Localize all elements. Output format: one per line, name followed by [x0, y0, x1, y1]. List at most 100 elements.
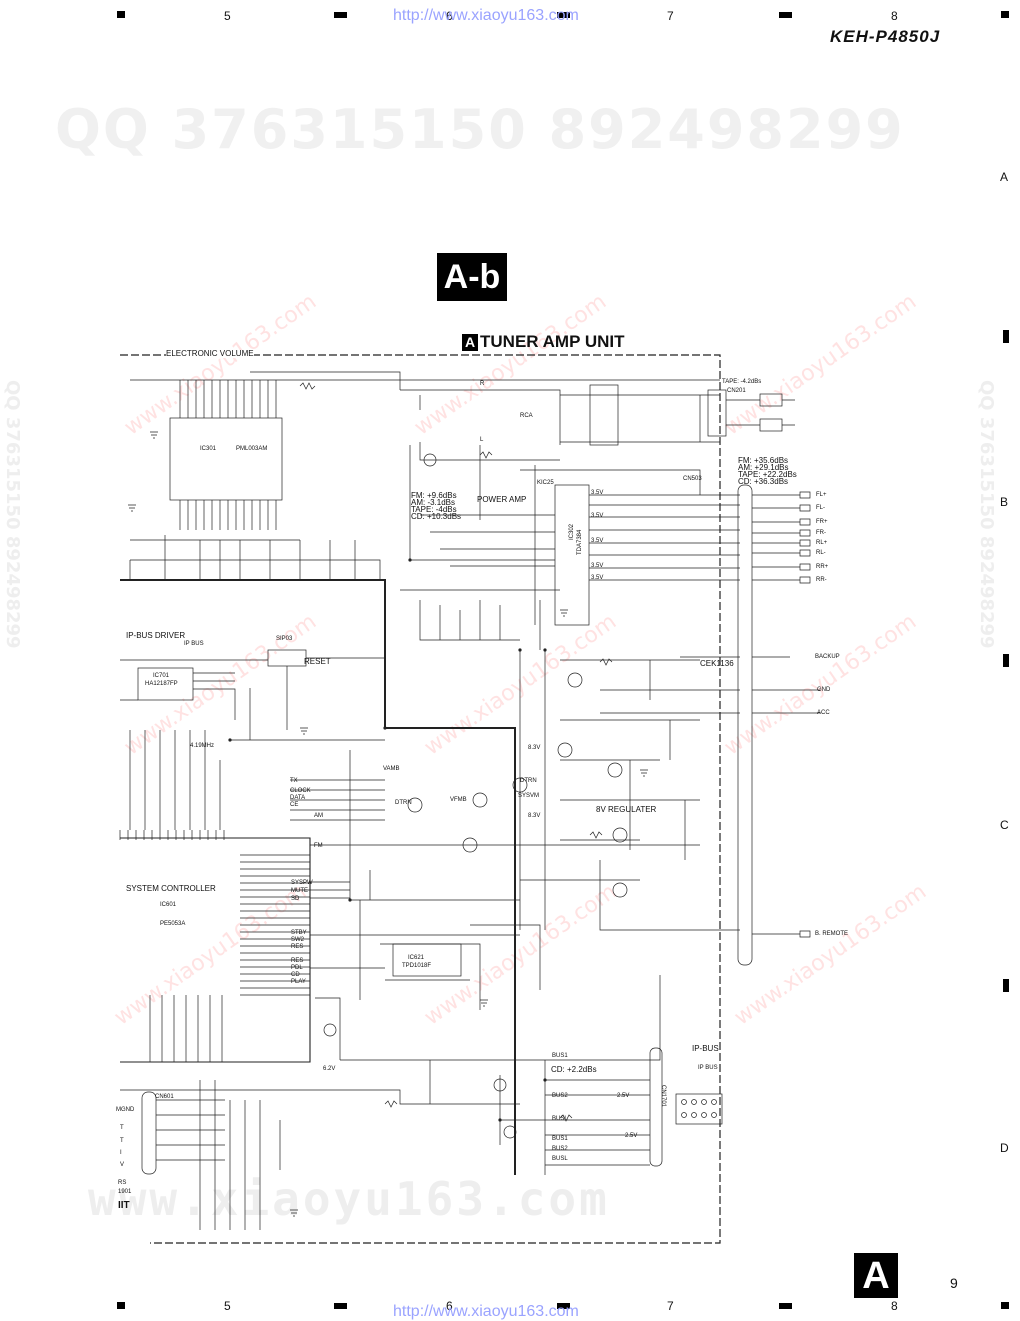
pin-level-5: 3.5V: [591, 575, 604, 581]
dtrn-label-2: DTRN: [520, 778, 537, 784]
ic302-body: [554, 484, 590, 626]
grid-row-c: C: [1000, 818, 1009, 832]
speaker-rr-minus: RR-: [816, 577, 827, 583]
cn601-label: CN601: [155, 1094, 174, 1100]
ic301-part: PML003AM: [236, 446, 268, 452]
grid-col-5-bottom: 5: [224, 1299, 231, 1313]
speaker-fl-plus: FL+: [816, 492, 827, 498]
reset-ic: [267, 649, 307, 667]
input-level-am: AM: -3.1dBs: [411, 498, 456, 507]
speaker-fr-minus: FR-: [816, 530, 826, 536]
cd-level-label: CD: +2.2dBs: [551, 1065, 597, 1074]
input-level-cd: CD: +10.3dBs: [411, 512, 462, 521]
crop-mark: [779, 1303, 792, 1309]
output-level-tape: TAPE: +22.2dBs: [738, 470, 797, 479]
crop-mark: [1001, 11, 1009, 18]
sysvm-label: SYSVM: [518, 793, 540, 799]
grid-col-8: 8: [891, 9, 898, 23]
pin-level-2: 3.5V: [591, 513, 604, 519]
signal-syspw: SYSPW: [291, 880, 313, 886]
signal-sd: SD: [291, 896, 300, 902]
source-url-bottom[interactable]: http://www.xiaoyu163.com: [393, 1303, 579, 1320]
l-channel-label: L: [480, 437, 484, 443]
rca-jack-1: [759, 393, 783, 407]
crop-mark: [557, 12, 570, 18]
page-number: 9: [950, 1275, 958, 1291]
cn-left-i: I: [120, 1150, 122, 1156]
cn503-connector: [737, 484, 753, 966]
signal-pdl: PDL: [291, 965, 303, 971]
grid-row-a: A: [1000, 170, 1009, 184]
ipbus-line-bus2-b: BUS2: [552, 1146, 568, 1152]
crop-mark: [1003, 979, 1009, 992]
voltage-8v3-label: 8.3V: [528, 745, 541, 751]
speaker-rl-plus: RL+: [816, 540, 828, 546]
crop-mark: [1003, 330, 1009, 343]
cn-left-rs: RS: [118, 1180, 127, 1186]
signal-stby: STBY: [291, 930, 307, 936]
section-badge: A-b: [437, 253, 507, 301]
cn201-connector: [707, 389, 727, 437]
grid-col-5: 5: [224, 9, 231, 23]
cek1136-label: CEK1136: [700, 659, 734, 668]
ic701-body: [137, 667, 194, 701]
kic25-label: KIC25: [537, 480, 554, 486]
cn1701-label: CN1701: [660, 1085, 666, 1108]
ic301-body: [169, 417, 283, 501]
speaker-fr-plus: FR+: [816, 519, 828, 525]
acc-label: ACC: [817, 710, 830, 716]
ip-bus-sub: IP BUS: [698, 1065, 718, 1071]
ip-bus-title: IP-BUS: [692, 1044, 719, 1053]
crop-mark: [334, 1303, 347, 1309]
ipbus-line-bus1: BUS1: [552, 1053, 568, 1059]
grid-col-6: 6: [446, 9, 453, 23]
input-level-tape: TAPE: -4dBs: [411, 505, 457, 514]
pin-level-25: 2.5V: [617, 1093, 630, 1099]
grid-col-6-bottom: 6: [446, 1299, 453, 1313]
cn-left-1901: 1901: [118, 1189, 132, 1195]
source-url-top[interactable]: http://www.xiaoyu163.com: [393, 7, 579, 24]
pin-level-25-b: 2.5V: [625, 1133, 638, 1139]
side-watermark-right: QQ 376315150 892498299: [976, 380, 997, 649]
unit-letter-box: A: [462, 334, 478, 351]
cn601-connector: [141, 1091, 157, 1175]
signal-res-2: RES: [291, 958, 304, 964]
voltage-8v3-label-2: 8.3V: [528, 813, 541, 819]
rca-jack-2: [759, 418, 783, 432]
signal-play: PLAY: [291, 979, 306, 985]
signal-fm: FM: [314, 843, 323, 849]
unit-title-text: TUNER AMP UNIT: [480, 332, 625, 351]
speaker-rr-plus: RR+: [816, 564, 829, 570]
crop-mark: [557, 1303, 570, 1309]
b-remote-label: B. REMOTE: [815, 931, 849, 937]
ic601-label: IC601: [160, 902, 177, 908]
grid-col-7-bottom: 7: [667, 1299, 674, 1313]
grid-col-7: 7: [667, 9, 674, 23]
ipbus-line-bus1-b: BUS1: [552, 1136, 568, 1142]
output-level-fm: FM: +35.6dBs: [738, 456, 789, 465]
cn-left-t1: T: [120, 1125, 124, 1131]
signal-clock: CLOCK: [290, 788, 311, 794]
cn-left-mgnd: MGND: [116, 1107, 135, 1113]
backup-label: BACKUP: [815, 654, 840, 660]
ic621-label: IC621: [408, 955, 425, 961]
crop-mark: [117, 11, 125, 18]
regulator-label: 8V REGULATER: [596, 805, 657, 814]
cn-left-iit: IIT: [118, 1200, 130, 1211]
system-controller-label: SYSTEM CONTROLLER: [126, 884, 216, 893]
ic701-label: IC701: [153, 673, 170, 679]
ipbus-line-bus2: BUS2: [552, 1093, 568, 1099]
output-level-am: AM: +29.1dBs: [738, 463, 789, 472]
grid-row-d: D: [1000, 1141, 1009, 1155]
ic302-label: IC302: [569, 523, 575, 540]
signal-sw2: SW2: [291, 937, 305, 943]
power-amp-label: POWER AMP: [477, 495, 527, 504]
crop-mark: [1001, 1302, 1009, 1309]
signal-am: AM: [314, 813, 323, 819]
vfmb-label: VFMB: [450, 797, 467, 803]
speaker-rl-minus: RL-: [816, 550, 826, 556]
signal-ce: CE: [290, 802, 299, 808]
model-number: KEH-P4850J: [830, 27, 941, 46]
pin-level-1: 3.5V: [591, 490, 604, 496]
